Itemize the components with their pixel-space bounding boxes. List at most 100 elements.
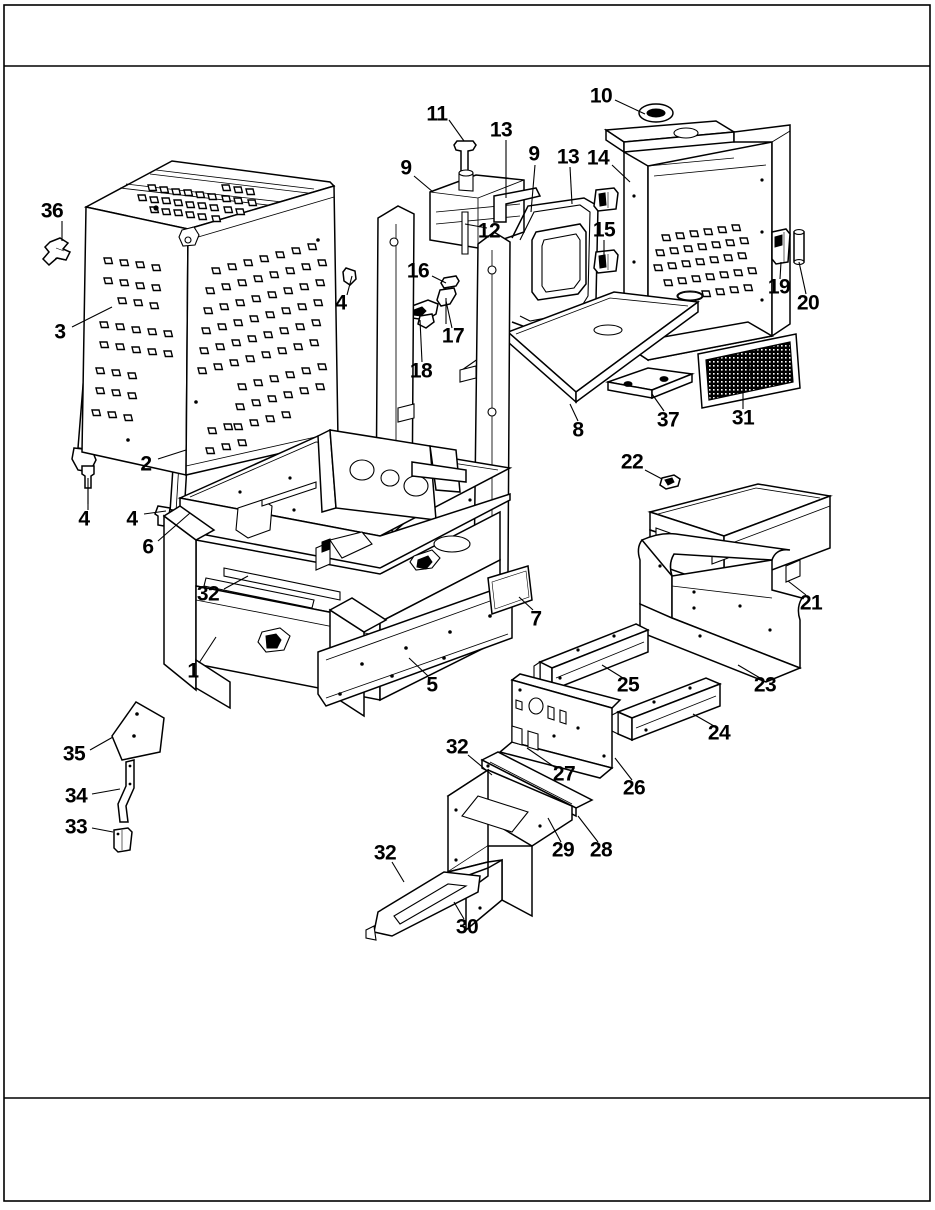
callout-12: 12 [464, 220, 501, 243]
callout-leader-33 [91, 827, 114, 833]
part-34-rod-link [117, 759, 135, 823]
callout-4b: 4 [126, 508, 167, 531]
callout-number: 35 [63, 743, 86, 766]
part-10-filler-cap-grommet [638, 103, 674, 123]
callout-number: 15 [593, 219, 616, 242]
callout-number: 14 [587, 147, 610, 170]
callout-number: 10 [590, 85, 612, 108]
callout-13b: 13 [557, 146, 580, 205]
callout-3: 3 [54, 306, 113, 344]
callout-leader-37 [651, 393, 665, 412]
callout-number: 32 [446, 736, 468, 759]
callout-number: 28 [590, 839, 613, 862]
callout-29: 29 [547, 817, 575, 862]
callout-number: 9 [528, 143, 539, 166]
hood-top-louvers [137, 184, 258, 223]
callout-number: 6 [142, 536, 153, 559]
callout-number: 12 [478, 220, 500, 243]
callout-number: 25 [617, 674, 640, 697]
callout-number: 22 [621, 451, 643, 474]
callout-number: 9 [400, 157, 411, 180]
callout-number: 7 [530, 608, 541, 631]
part-16-17-18-valve-assembly [408, 275, 460, 329]
callout-number: 34 [65, 785, 88, 808]
callout-32a: 32 [197, 575, 249, 606]
callout-25: 25 [601, 664, 640, 697]
callout-26: 26 [614, 757, 646, 800]
callout-number: 2 [140, 453, 151, 476]
callout-number: 37 [657, 409, 679, 432]
callout-number: 8 [572, 419, 584, 442]
callout-15: 15 [593, 219, 616, 258]
callout-number: 26 [623, 777, 645, 800]
callout-number: 4 [126, 508, 138, 531]
part-30-handle-bar [365, 871, 481, 941]
callout-number: 11 [426, 103, 448, 126]
callout-30: 30 [453, 901, 479, 939]
callout-number: 23 [754, 674, 776, 697]
callout-leader-17 [445, 300, 453, 329]
hood-front-louvers [91, 257, 174, 442]
callout-4a: 4 [78, 478, 91, 531]
callout-7: 7 [518, 596, 542, 631]
callout-number: 18 [410, 360, 433, 383]
callout-18: 18 [410, 319, 433, 383]
callout-leader-7 [518, 596, 534, 611]
callout-6: 6 [142, 512, 191, 559]
callout-number: 19 [768, 276, 790, 299]
callout-leader-34 [91, 788, 121, 795]
callout-17: 17 [442, 300, 465, 348]
part-24-channel-rail-right [609, 677, 722, 742]
callout-leader-9a [413, 175, 434, 193]
part-31-mesh-screen [697, 333, 801, 409]
callout-leader-5 [408, 657, 429, 677]
part-33-small-clip [113, 827, 133, 853]
callout-leader-23 [737, 664, 761, 679]
part-13-panel-frame [531, 223, 587, 301]
callout-leader-29 [547, 817, 562, 843]
callout-11: 11 [426, 103, 465, 142]
callout-leader-22 [644, 469, 663, 480]
callout-leader-30 [453, 901, 465, 920]
callout-leader-4c [346, 275, 353, 296]
callout-leader-27 [526, 747, 557, 769]
callout-number: 5 [426, 674, 438, 697]
callout-8: 8 [569, 403, 585, 442]
callout-number: 17 [442, 325, 464, 348]
callout-leader-11 [448, 119, 465, 142]
callout-22: 22 [621, 451, 663, 480]
callout-number: 4 [335, 292, 347, 315]
callout-10: 10 [590, 85, 646, 115]
callout-4c: 4 [335, 275, 353, 315]
callout-leader-21 [787, 580, 807, 596]
part-19-latch-bracket [771, 228, 791, 265]
callout-leader-14 [611, 164, 631, 183]
callout-number: 4 [78, 508, 90, 531]
callout-leader-18 [419, 319, 423, 363]
callout-leader-12 [464, 223, 488, 229]
callout-leader-9b [530, 164, 536, 213]
callout-leader-13b [569, 166, 573, 205]
callout-37: 37 [651, 393, 680, 432]
callout-number: 24 [708, 722, 731, 745]
callout-leader-8 [569, 403, 579, 422]
part-15-hinge-half [593, 187, 619, 274]
callout-number: 13 [490, 119, 512, 142]
part-36-latch-hook [41, 237, 72, 267]
part-7-small-cover-plate [487, 565, 533, 616]
part-32-sealing-strip-a [223, 567, 341, 601]
callout-24: 24 [692, 713, 731, 745]
callout-number: 29 [552, 839, 574, 862]
callout-number: 20 [797, 292, 819, 315]
callout-2: 2 [140, 449, 187, 476]
callout-34: 34 [65, 785, 121, 808]
callout-leader-10 [614, 99, 646, 115]
callout-27: 27 [526, 747, 576, 786]
callout-33: 33 [65, 816, 114, 839]
callout-number: 36 [41, 200, 63, 223]
part-35-gusset-plate [111, 701, 165, 761]
callout-leader-1 [198, 636, 217, 664]
